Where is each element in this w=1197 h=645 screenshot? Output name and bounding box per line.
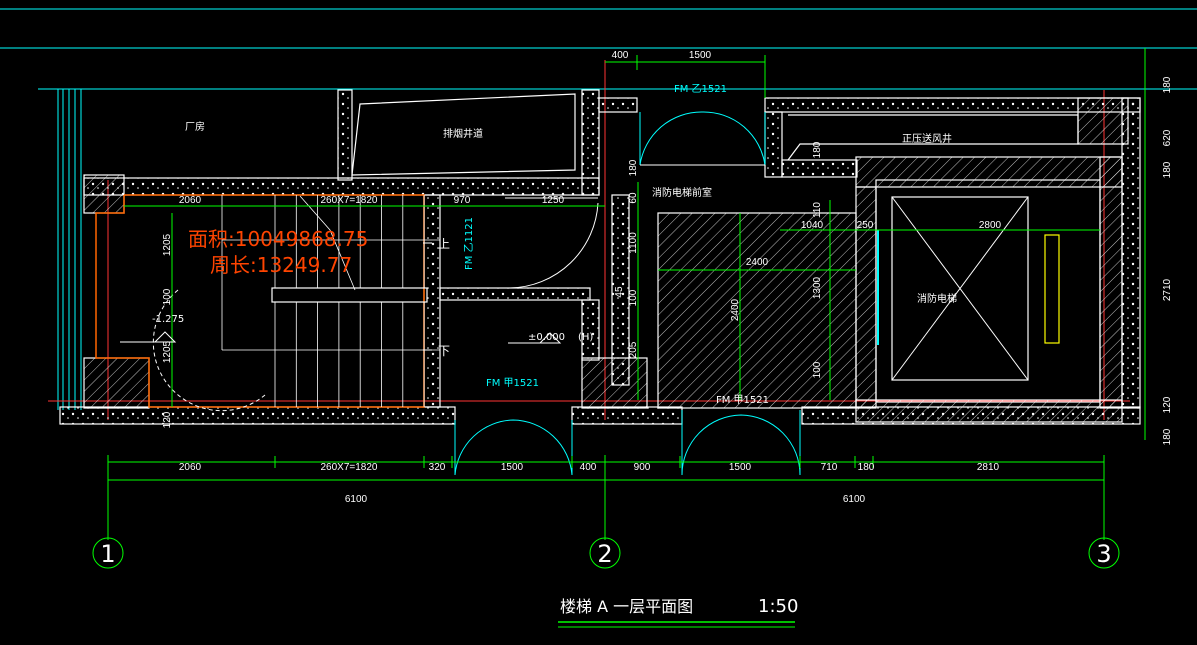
dim-bottom-1500a: 1500: [501, 462, 524, 473]
door-label-fm-jia-stair: FM 甲1521: [486, 378, 539, 389]
dim-r-180b: 180: [1162, 161, 1173, 178]
dim-v-45: 45: [614, 286, 625, 298]
dim-2400: 2400: [746, 257, 769, 268]
axis-bubble-1: 1: [92, 537, 124, 569]
room-label-fire-elevator: 消防电梯: [917, 292, 957, 305]
stair-up-label: 上: [438, 237, 450, 251]
drawing-title: 楼梯 A 一层平面图: [560, 597, 693, 616]
dim-250: 250: [857, 220, 874, 231]
axis-label-1: 1: [100, 540, 115, 568]
dim-bottom-900: 900: [634, 462, 651, 473]
room-label-fire-lobby: 消防电梯前室: [652, 186, 712, 199]
door-label-fm-jia-lobby: FM 甲1521: [716, 395, 769, 406]
dim-v-1205b: 1205: [162, 340, 173, 363]
dim-1820-top: 260X7=1820: [320, 195, 377, 206]
axis-label-2: 2: [597, 540, 612, 568]
room-label-factory: 厂房: [185, 120, 205, 133]
dim-v-100: 100: [162, 288, 173, 305]
axis-bubble-3: 3: [1088, 537, 1120, 569]
door-label-fm-yi-top: FM 乙1521: [674, 83, 727, 95]
dim-bottom-1500b: 1500: [729, 462, 752, 473]
room-label-smoke-shaft: 排烟井道: [443, 127, 483, 140]
axis-label-3: 3: [1096, 540, 1111, 568]
stair-treads: [221, 195, 440, 407]
axis-bubble-2: 2: [589, 537, 621, 569]
dim-bottom-710: 710: [821, 462, 838, 473]
elevator-car: [875, 179, 1101, 403]
dim-bottom-6100b: 6100: [843, 494, 866, 505]
area-text: 面积:10049868.75: [188, 227, 368, 251]
drawing-title-block: 楼梯 A 一层平面图 1:50: [558, 596, 798, 628]
dim-top-1500: 1500: [689, 50, 712, 61]
dim-bottom-1820: 260X7=1820: [320, 462, 377, 473]
dim-1250: 1250: [542, 195, 565, 206]
dim-2060-top: 2060: [179, 195, 202, 206]
door-label-fm-yi-side: FM 乙1121: [463, 217, 475, 270]
frame-lines: [0, 8, 1197, 90]
doors: [152, 111, 801, 476]
dim-1040: 1040: [801, 220, 824, 231]
room-label-pressure-shaft: 正压送风井: [902, 132, 952, 145]
dim-bottom-2810: 2810: [977, 462, 1000, 473]
dim-bottom-180: 180: [858, 462, 875, 473]
floor-elevation-tag: (H): [578, 332, 593, 343]
dim-v-2400: 2400: [730, 298, 741, 321]
dim-top-400: 400: [612, 50, 629, 61]
stair-elevation-label: -1.275: [152, 314, 184, 325]
dim-v-205: 205: [628, 341, 639, 358]
dim-r-2710: 2710: [1162, 278, 1173, 301]
stair-down-label: 下: [438, 344, 450, 358]
dim-v-60: 60: [628, 192, 639, 204]
dim-bottom-400: 400: [580, 462, 597, 473]
floor-elevation-label: ±0.000: [528, 332, 565, 343]
dim-bottom-320: 320: [429, 462, 446, 473]
dim-bottom-2060: 2060: [179, 462, 202, 473]
dim-v-1205a: 1205: [162, 233, 173, 256]
dim-r-620: 620: [1162, 129, 1173, 146]
dim-r-120: 120: [1162, 396, 1173, 413]
hatched-columns: [83, 97, 1129, 423]
drawing-scale: 1:50: [758, 596, 798, 617]
stair-break-line: [299, 195, 356, 291]
dim-v-110: 110: [812, 202, 823, 218]
dim-v-120: 120: [162, 411, 173, 428]
dim-v-180b: 180: [812, 141, 823, 158]
dim-v-180a: 180: [628, 159, 639, 176]
dim-r-180c: 180: [1162, 428, 1173, 445]
dim-bottom-6100a: 6100: [345, 494, 368, 505]
dim-r-180a: 180: [1162, 76, 1173, 93]
left-wall-lines: [57, 89, 82, 410]
dim-v-1300: 1300: [812, 276, 823, 299]
dimension-lines: [107, 48, 1146, 540]
dim-970: 970: [454, 195, 471, 206]
perimeter-text: 周长:13249.77: [210, 253, 352, 277]
dim-v-100b: 100: [628, 289, 639, 306]
smoke-shaft: [351, 93, 1079, 176]
dim-2800: 2800: [979, 220, 1002, 231]
dim-v-1100: 1100: [628, 232, 639, 254]
dim-v-100c: 100: [812, 361, 823, 378]
